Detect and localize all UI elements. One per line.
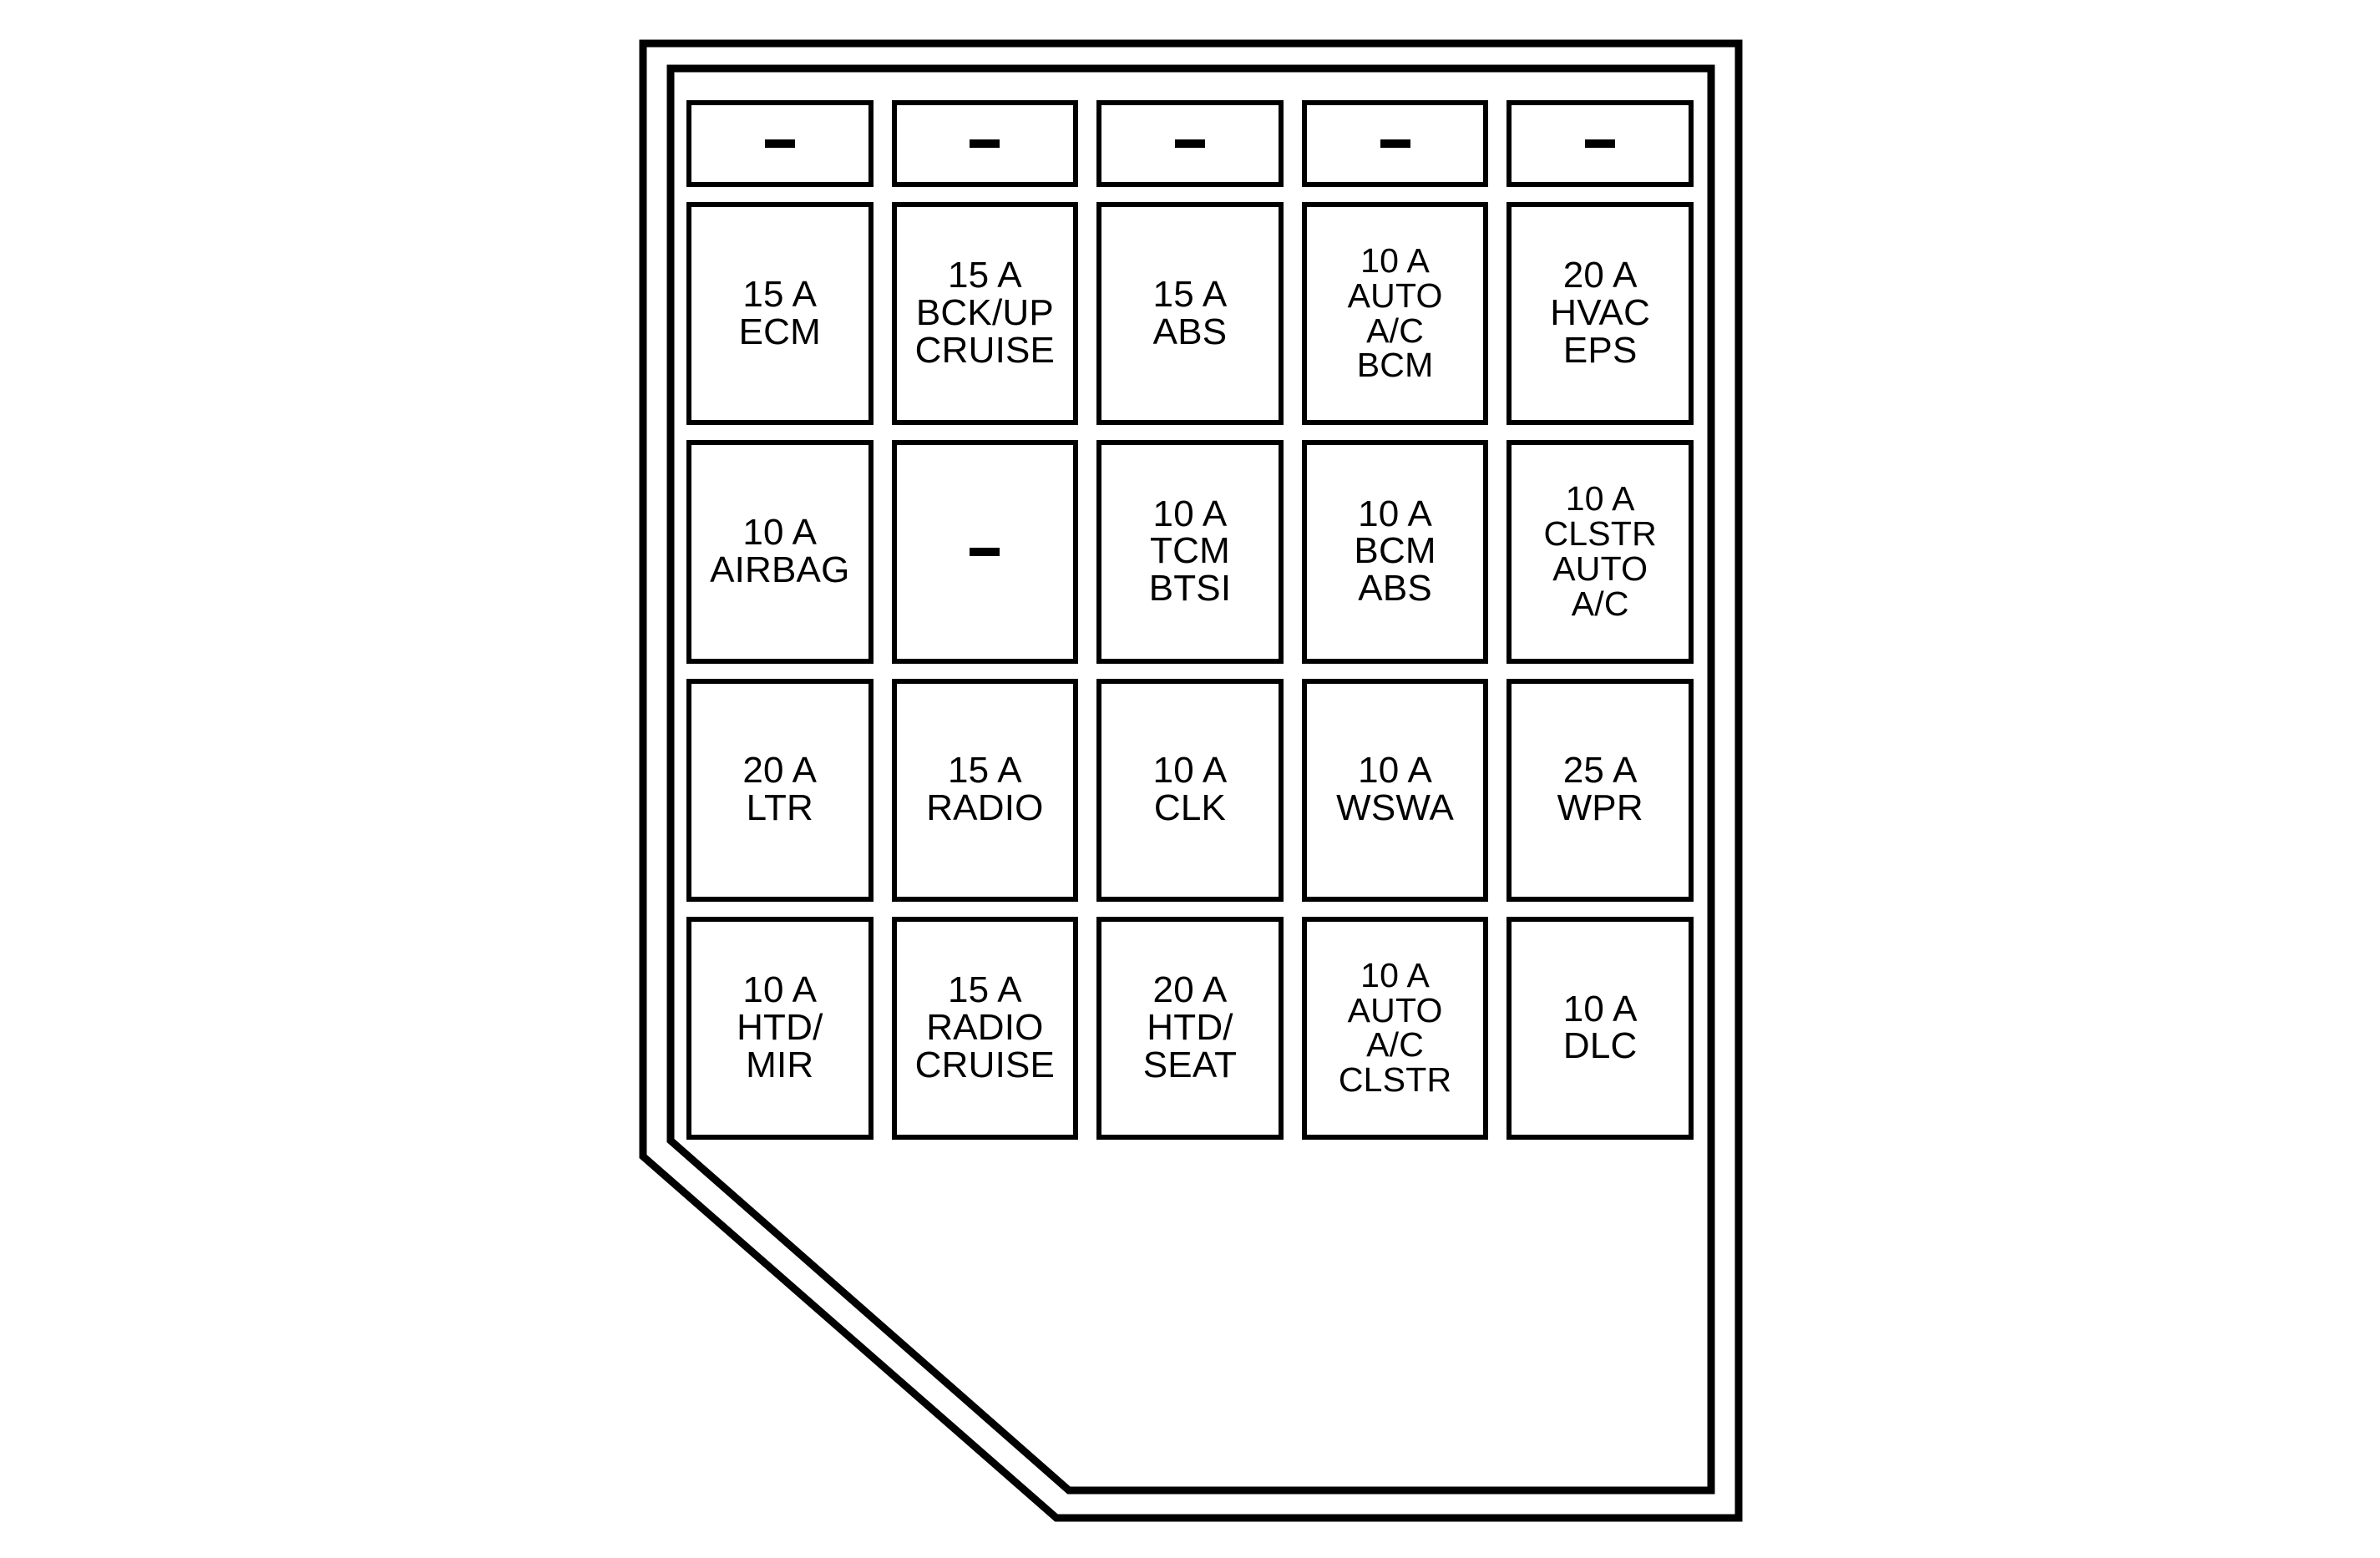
fuse-amp-label: 15 A xyxy=(742,273,818,315)
fuse-r3c2[interactable] xyxy=(891,440,1079,664)
fuse-amp-label: 10 A xyxy=(1152,750,1228,792)
fuse-r1c4[interactable] xyxy=(1301,100,1489,187)
fuse-amp-label: 15 A xyxy=(947,969,1022,1011)
fuse-circuit-label: A/C xyxy=(1366,1025,1425,1065)
fuse-amp-label: 15 A xyxy=(1152,273,1228,315)
fuse-circuit-label: CRUISE xyxy=(914,330,1056,372)
fuse-amp-label: 15 A xyxy=(947,750,1022,792)
fuse-amp-label: 10 A xyxy=(742,969,818,1011)
fuse-circuit-label: HVAC xyxy=(1550,292,1651,334)
empty-slot-dash-icon xyxy=(1174,139,1205,148)
fuse-amp-label: 10 A xyxy=(1152,493,1228,534)
fuse-circuit-label: CRUISE xyxy=(914,1044,1056,1085)
empty-slot-dash-icon xyxy=(970,139,1000,148)
empty-slot-dash-icon xyxy=(1585,139,1616,148)
fuse-amp-label: 25 A xyxy=(1562,750,1638,792)
fuse-circuit-label: BCM xyxy=(1354,530,1436,572)
fuse-circuit-label: RADIO xyxy=(926,787,1044,829)
fuse-circuit-label: LTR xyxy=(746,787,814,829)
empty-slot-dash-icon xyxy=(764,139,795,148)
fuse-amp-label: 20 A xyxy=(1152,969,1228,1011)
fuse-amp-label: 10 A xyxy=(1358,493,1433,534)
fuse-circuit-label: CLSTR xyxy=(1338,1060,1452,1100)
fuse-r1c3[interactable] xyxy=(1096,100,1284,187)
fuse-circuit-label: ABS xyxy=(1358,568,1432,610)
fuse-circuit-label: AUTO xyxy=(1347,990,1443,1029)
fuse-circuit-label: TCM xyxy=(1150,530,1230,572)
fuse-amp-label: 15 A xyxy=(947,255,1022,296)
fuse-circuit-label: A/C xyxy=(1366,311,1425,350)
fuse-circuit-label: ABS xyxy=(1152,311,1228,352)
fuse-circuit-label: CLK xyxy=(1153,787,1227,829)
fuse-circuit-label: A/C xyxy=(1571,584,1629,623)
fuse-circuit-label: BTSI xyxy=(1148,568,1232,610)
fuse-amp-label: 20 A xyxy=(742,750,818,792)
fuse-amp-label: 20 A xyxy=(1562,255,1638,296)
panel-inner-border xyxy=(666,64,1715,1495)
fuse-circuit-label: RADIO xyxy=(926,1006,1044,1048)
fuse-circuit-label: SEAT xyxy=(1142,1044,1238,1085)
fuse-amp-label: 10 A xyxy=(1358,750,1433,792)
fuse-circuit-label: AUTO xyxy=(1552,549,1648,588)
fuse-circuit-label: AIRBAG xyxy=(710,549,850,590)
fuse-circuit-label: BCM xyxy=(1356,346,1434,385)
fuse-circuit-label: WPR xyxy=(1557,787,1643,829)
fuse-circuit-label: MIR xyxy=(746,1044,814,1085)
fuse-circuit-label: HTD/ xyxy=(1147,1006,1233,1048)
fuse-circuit-label: WSWA xyxy=(1336,787,1455,829)
fuse-amp-label: 10 A xyxy=(1565,479,1635,518)
fuse-amp-label: 10 A xyxy=(1360,241,1431,280)
fuse-circuit-label: CLSTR xyxy=(1543,514,1657,554)
fuse-amp-label: 10 A xyxy=(1562,988,1638,1029)
fuse-amp-label: 10 A xyxy=(742,512,818,553)
fuse-circuit-label: DLC xyxy=(1562,1025,1638,1067)
fuse-circuit-label: EPS xyxy=(1562,330,1638,372)
fuse-circuit-label: HTD/ xyxy=(737,1006,823,1048)
empty-slot-dash-icon xyxy=(1380,139,1410,148)
fuse-amp-label: 10 A xyxy=(1360,955,1431,994)
fuse-r1c5[interactable] xyxy=(1506,100,1694,187)
fuse-r1c2[interactable] xyxy=(891,100,1079,187)
fuse-circuit-label: ECM xyxy=(738,311,821,352)
fuse-circuit-label: BCK/UP xyxy=(915,292,1054,334)
fuse-r1c1[interactable] xyxy=(686,100,874,187)
empty-slot-dash-icon xyxy=(970,547,1000,556)
fuse-circuit-label: AUTO xyxy=(1347,276,1443,315)
